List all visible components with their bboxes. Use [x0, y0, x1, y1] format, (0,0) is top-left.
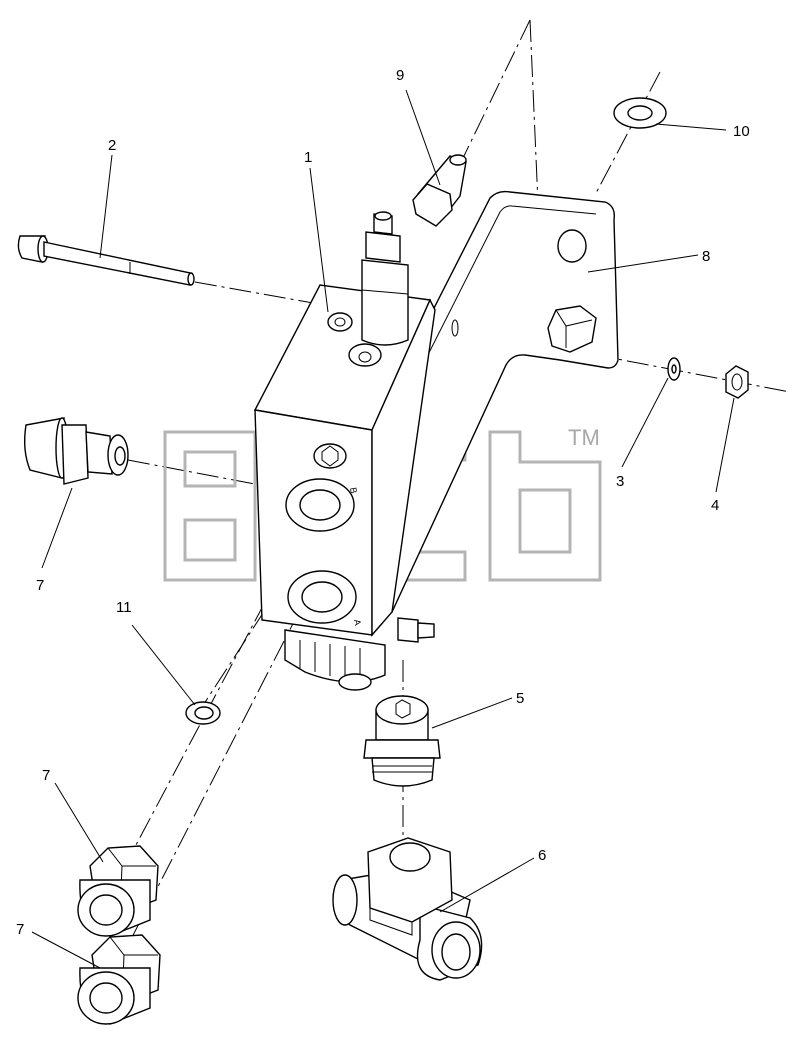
- callout-9: 9: [396, 67, 404, 84]
- callout-1: 1: [304, 149, 312, 166]
- callout-7: 7: [42, 767, 50, 784]
- part-4-nut: [725, 365, 749, 399]
- part-2-bolt: [17, 235, 195, 286]
- callout-labels: 1 2 3 4 5 6 7 7 7 8 9 10 11: [16, 67, 750, 938]
- callout-3: 3: [616, 473, 624, 490]
- callout-8: 8: [702, 248, 710, 265]
- port-a-mark: A: [352, 619, 363, 627]
- part-11-o-ring: [185, 701, 221, 725]
- callout-10: 10: [733, 123, 750, 140]
- part-3-washer: [667, 357, 681, 381]
- part-5-adapter: [363, 695, 441, 787]
- part-10-washer: [613, 97, 667, 129]
- callout-6: 6: [538, 847, 546, 864]
- part-9-plug: [412, 154, 467, 227]
- callout-11: 11: [116, 599, 132, 616]
- part-8-bracket: [371, 190, 619, 614]
- part-7-fitting-middle: [77, 845, 159, 937]
- part-6-tee: [332, 837, 483, 981]
- callout-4: 4: [711, 497, 719, 514]
- watermark-trademark: TM: [568, 425, 600, 450]
- port-b-mark: B: [348, 487, 359, 495]
- leader-lines: [31, 89, 735, 969]
- callout-7: 7: [16, 921, 24, 938]
- part-7-fitting-upper: [23, 417, 129, 485]
- callout-7: 7: [36, 577, 44, 594]
- part-1-valve-block: B A: [253, 211, 436, 691]
- bracket-bolt-head: [547, 305, 597, 353]
- callout-5: 5: [516, 690, 524, 707]
- callout-2: 2: [108, 137, 116, 154]
- part-7-fitting-lower: [77, 934, 161, 1025]
